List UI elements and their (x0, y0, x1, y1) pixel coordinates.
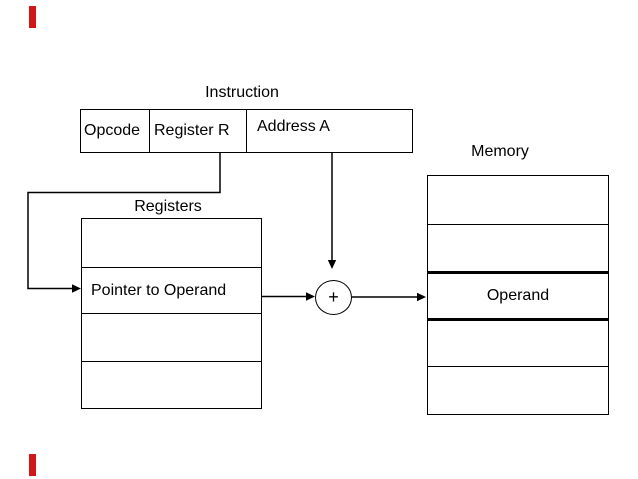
memory-row-1 (428, 224, 608, 271)
red-accent-bar-top (29, 6, 36, 28)
instruction-field-opcode: Opcode (81, 110, 150, 152)
memory-row-3 (428, 318, 608, 366)
memory-row-4 (428, 366, 608, 414)
memory-arrowhead-icon (417, 292, 426, 302)
register-r-label: Register R (154, 122, 230, 139)
adder-in-arrowhead-icon (306, 292, 315, 301)
memory-row-operand: Operand (428, 271, 608, 318)
opcode-label: Opcode (84, 122, 141, 139)
address-a-arrowhead-icon (327, 260, 337, 269)
memory-title: Memory (471, 143, 529, 160)
registers-box: Pointer to Operand (81, 218, 262, 409)
plus-icon: + (328, 286, 339, 307)
instruction-title: Instruction (205, 84, 279, 101)
memory-box: Operand (427, 175, 609, 415)
register-r-arrowhead-icon (72, 284, 81, 293)
instruction-field-address-a: Address A (247, 110, 412, 152)
register-row-3 (82, 361, 261, 408)
register-row-0 (82, 219, 261, 267)
operand-label: Operand (486, 287, 550, 304)
red-accent-bar-bottom (29, 454, 36, 476)
adder-circle: + (315, 280, 352, 315)
pointer-to-operand-label: Pointer to Operand (91, 281, 227, 299)
register-row-pointer: Pointer to Operand (82, 267, 261, 313)
memory-row-0 (428, 176, 608, 224)
instruction-field-register-r: Register R (150, 110, 247, 152)
register-row-2 (82, 313, 261, 361)
address-a-label: Address A (257, 118, 330, 135)
registers-title: Registers (134, 198, 202, 215)
instruction-box: Opcode Register R Address A (80, 109, 413, 153)
